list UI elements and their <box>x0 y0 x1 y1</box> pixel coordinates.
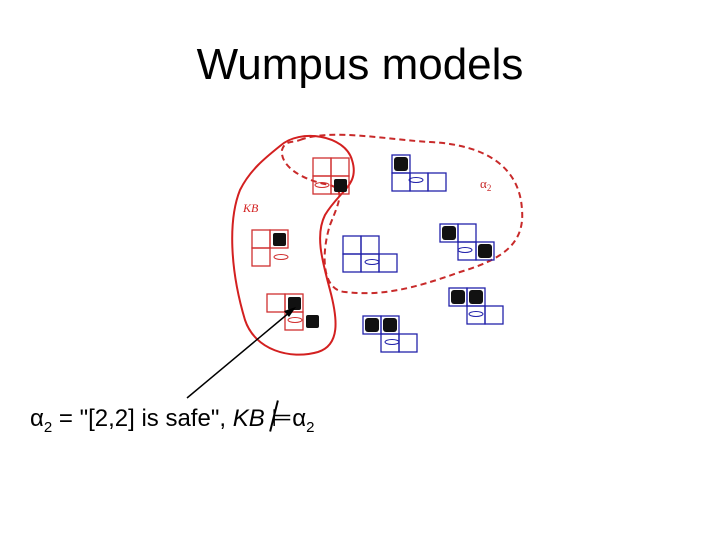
breeze-icon <box>314 182 330 188</box>
breeze-icon <box>468 311 484 317</box>
alpha2-symbol: α <box>292 405 307 432</box>
pit-icon <box>334 179 347 192</box>
caption-statement: = "[2,2] is safe", <box>52 405 233 432</box>
alpha-subscript: 2 <box>43 418 53 436</box>
alpha2-region-label: α2 <box>480 176 491 193</box>
model-grid <box>448 287 504 325</box>
pit-icon <box>383 318 397 332</box>
arrowhead-icon <box>284 307 296 317</box>
breeze-icon <box>364 259 380 265</box>
pit-icon <box>306 315 319 328</box>
model-grid <box>266 293 304 331</box>
breeze-icon <box>273 254 289 260</box>
breeze-icon <box>384 339 400 345</box>
slide-title: Wumpus models <box>196 40 524 89</box>
alpha2-subscript: 2 <box>306 418 315 436</box>
caption: α2 = "[2,2] is safe", KB ⊨α2 <box>30 400 315 436</box>
model-grid <box>342 235 398 273</box>
pit-icon <box>394 157 408 171</box>
model-grid <box>251 229 289 267</box>
pit-icon <box>288 297 301 310</box>
caption-kb: KB <box>232 405 265 432</box>
breeze-icon <box>287 317 303 323</box>
alpha-symbol: α <box>30 405 44 432</box>
not-entails-symbol: ⊨ <box>269 400 292 433</box>
pit-icon <box>478 244 492 258</box>
pit-icon <box>469 290 483 304</box>
pit-icon <box>273 233 286 246</box>
pointer-arrow <box>186 311 291 399</box>
pit-icon <box>442 226 456 240</box>
pit-icon <box>365 318 379 332</box>
breeze-icon <box>457 247 473 253</box>
kb-region-label: KB <box>242 201 259 215</box>
model-grid <box>312 157 350 195</box>
pit-icon <box>451 290 465 304</box>
breeze-icon <box>408 177 424 183</box>
kb-region <box>231 134 355 356</box>
